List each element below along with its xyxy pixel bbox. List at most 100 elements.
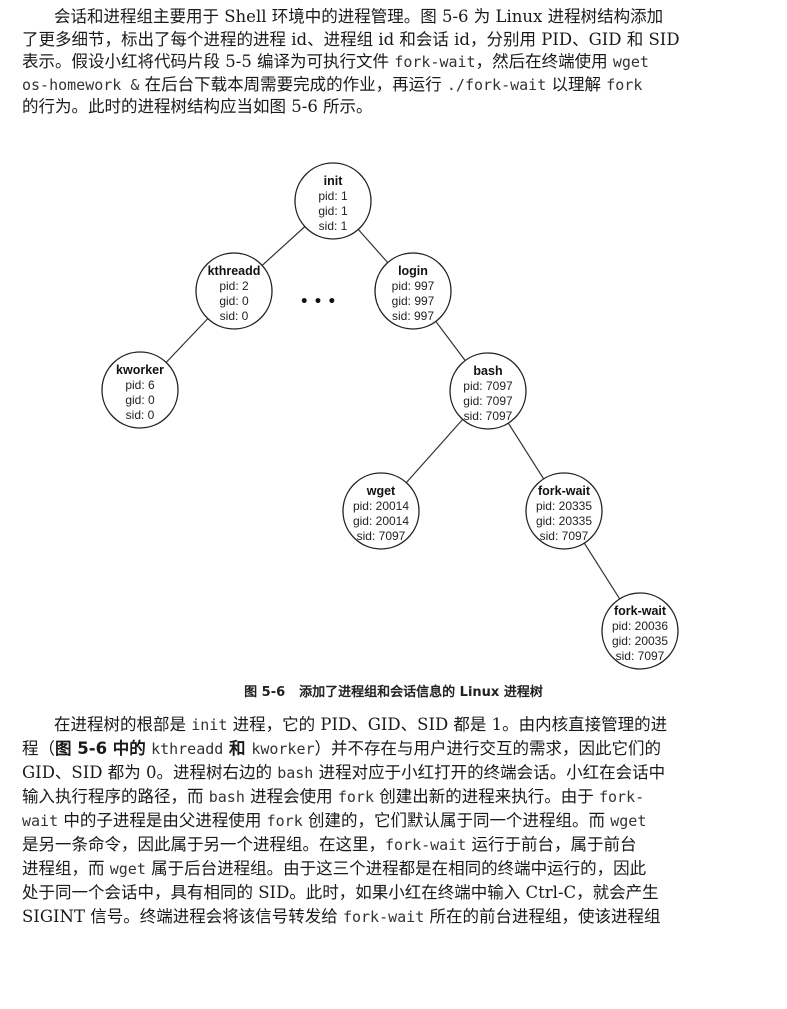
node-field: pid: 20036 — [612, 619, 668, 633]
node-name: init — [324, 174, 344, 188]
text-span: 了更多细节，标出了每个进程的进程 id、进程组 id 和会话 id，分别用 PI… — [22, 29, 680, 49]
code-span: wget — [612, 53, 649, 71]
node-field: pid: 20014 — [353, 499, 409, 513]
node-field: gid: 0 — [219, 294, 249, 308]
text-line: 输入执行程序的路径，而 bash 进程会使用 fork 创建出新的进程来执行。由… — [22, 785, 774, 809]
node-field: pid: 1 — [318, 189, 348, 203]
node-field: sid: 1 — [319, 219, 348, 233]
text-line: 表示。假设小红将代码片段 5-5 编译为可执行文件 fork-wait，然后在终… — [22, 51, 774, 74]
text-span: ，然后在终端使用 — [475, 52, 613, 71]
intro-paragraph: 会话和进程组主要用于 Shell 环境中的进程管理。图 5-6 为 Linux … — [22, 6, 774, 119]
text-span: 程（ — [22, 739, 55, 758]
text-span: 处于同一个会话中，具有相同的 SID。此时，如果小红在终端中输入 Ctrl-C，… — [22, 883, 659, 902]
text-span: 所在的前台进程组，使该进程组 — [424, 907, 661, 926]
code-span: ./fork-wait — [446, 75, 547, 94]
text-span: 和 — [223, 739, 252, 758]
node-field: pid: 7097 — [463, 379, 513, 393]
node-name: kworker — [116, 363, 164, 377]
code-span: fork-wait — [342, 908, 425, 926]
code-span: bash — [277, 764, 314, 782]
node-field: sid: 7097 — [616, 649, 665, 663]
node-field: pid: 6 — [125, 378, 155, 392]
explanation-paragraph: 在进程树的根部是 init 进程，它的 PID、GID、SID 都是 1。由内核… — [22, 713, 774, 929]
text-span: 在后台下载本周需要完成的作业，再运行 — [139, 74, 447, 94]
text-line: 进程组，而 wget 属于后台进程组。由于这三个进程都是在相同的终端中运行的，因… — [22, 857, 774, 881]
figure-caption-text: 添加了进程组和会话信息的 Linux 进程树 — [299, 685, 543, 700]
node-circle — [342, 472, 420, 550]
code-span: fork — [337, 788, 374, 806]
text-span: 图 5-6 中的 — [55, 739, 146, 758]
text-span: GID、SID 都为 0。进程树右边的 — [22, 763, 278, 782]
text-line: 是另一条命令，因此属于另一个进程组。在这里，fork-wait 运行于前台，属于… — [22, 833, 774, 857]
node-field: sid: 0 — [220, 309, 249, 323]
node-field: gid: 7097 — [463, 394, 513, 408]
node-field: gid: 0 — [125, 393, 155, 407]
text-line: 了更多细节，标出了每个进程的进程 id、进程组 id 和会话 id，分别用 PI… — [22, 29, 774, 52]
text-span: 输入执行程序的路径，而 — [22, 787, 209, 806]
node-circle — [195, 252, 273, 330]
node-field: gid: 20035 — [612, 634, 668, 648]
text-span: 中的子进程是由父进程使用 — [58, 811, 267, 830]
node-field: gid: 20335 — [536, 514, 592, 528]
node-circle — [374, 252, 452, 330]
code-span: wget — [610, 812, 647, 830]
node-field: sid: 7097 — [357, 529, 406, 543]
text-span: 进程会使用 — [244, 787, 338, 806]
text-span: 进程，它的 PID、GID、SID 都是 1。由内核直接管理的进 — [227, 715, 668, 734]
node-name: login — [398, 264, 428, 278]
text-line: 程（图 5-6 中的 kthreadd 和 kworker）并不存在与用户进行交… — [22, 737, 774, 761]
code-span: os-homework & — [22, 75, 140, 94]
text-line: 的行为。此时的进程树结构应当如图 5-6 所示。 — [22, 96, 774, 119]
node-field: pid: 2 — [219, 279, 249, 293]
text-span: 会话和进程组主要用于 Shell 环境中的进程管理。图 5-6 为 Linux … — [54, 7, 664, 26]
node-field: pid: 20335 — [536, 499, 592, 513]
code-span: fork-wait — [385, 836, 467, 854]
text-line: wait 中的子进程是由父进程使用 fork 创建的，它们默认属于同一个进程组。… — [22, 809, 774, 833]
text-span: 属于后台进程组。由于这三个进程都是在相同的终端中运行的，因此 — [145, 859, 647, 878]
text-line: 会话和进程组主要用于 Shell 环境中的进程管理。图 5-6 为 Linux … — [22, 6, 774, 29]
ellipsis-marker: • • • — [300, 294, 337, 310]
node-field: sid: 997 — [392, 309, 434, 323]
node-circle — [601, 592, 679, 670]
node-field: sid: 7097 — [464, 409, 513, 423]
text-span: 以理解 — [546, 74, 607, 94]
node-name: fork-wait — [614, 604, 667, 618]
code-span: fork-wait — [394, 53, 476, 71]
node-name: fork-wait — [538, 484, 591, 498]
node-field: gid: 1 — [318, 204, 348, 218]
text-span: 在进程树的根部是 — [54, 715, 192, 734]
text-line: 在进程树的根部是 init 进程，它的 PID、GID、SID 都是 1。由内核… — [22, 713, 774, 737]
text-line: SIGINT 信号。终端进程会将该信号转发给 fork-wait 所在的前台进程… — [22, 905, 774, 929]
code-span: bash — [208, 788, 245, 806]
text-line: os-homework & 在后台下载本周需要完成的作业，再运行 ./fork-… — [22, 74, 774, 97]
node-circle — [101, 351, 179, 429]
text-span: ）并不存在与用户进行交互的需求，因此它们的 — [314, 739, 662, 758]
text-span: 创建出新的进程来执行。由于 — [374, 787, 599, 806]
text-line: GID、SID 都为 0。进程树右边的 bash 进程对应于小红打开的终端会话。… — [22, 761, 774, 785]
node-circle — [449, 352, 527, 430]
text-span: 进程组，而 — [22, 859, 110, 878]
figure-caption: 图 5-6 添加了进程组和会话信息的 Linux 进程树 — [0, 681, 787, 700]
code-span: fork — [606, 75, 643, 94]
text-span: 进程对应于小红打开的终端会话。小红在会话中 — [313, 763, 666, 782]
code-span: kworker — [251, 740, 315, 758]
text-line: 处于同一个会话中，具有相同的 SID。此时，如果小红在终端中输入 Ctrl-C，… — [22, 881, 774, 905]
code-span: init — [191, 716, 228, 734]
text-span: 是另一条命令，因此属于另一个进程组。在这里， — [22, 835, 385, 854]
node-circle — [525, 472, 603, 550]
figure-caption-number: 图 5-6 — [244, 685, 286, 700]
text-span: 创建的，它们默认属于同一个进程组。而 — [302, 811, 611, 830]
code-span: kthreadd — [151, 740, 224, 758]
node-name: wget — [366, 484, 396, 498]
node-field: pid: 997 — [392, 279, 435, 293]
code-span: fork — [266, 812, 303, 830]
code-span: wait — [22, 812, 59, 830]
